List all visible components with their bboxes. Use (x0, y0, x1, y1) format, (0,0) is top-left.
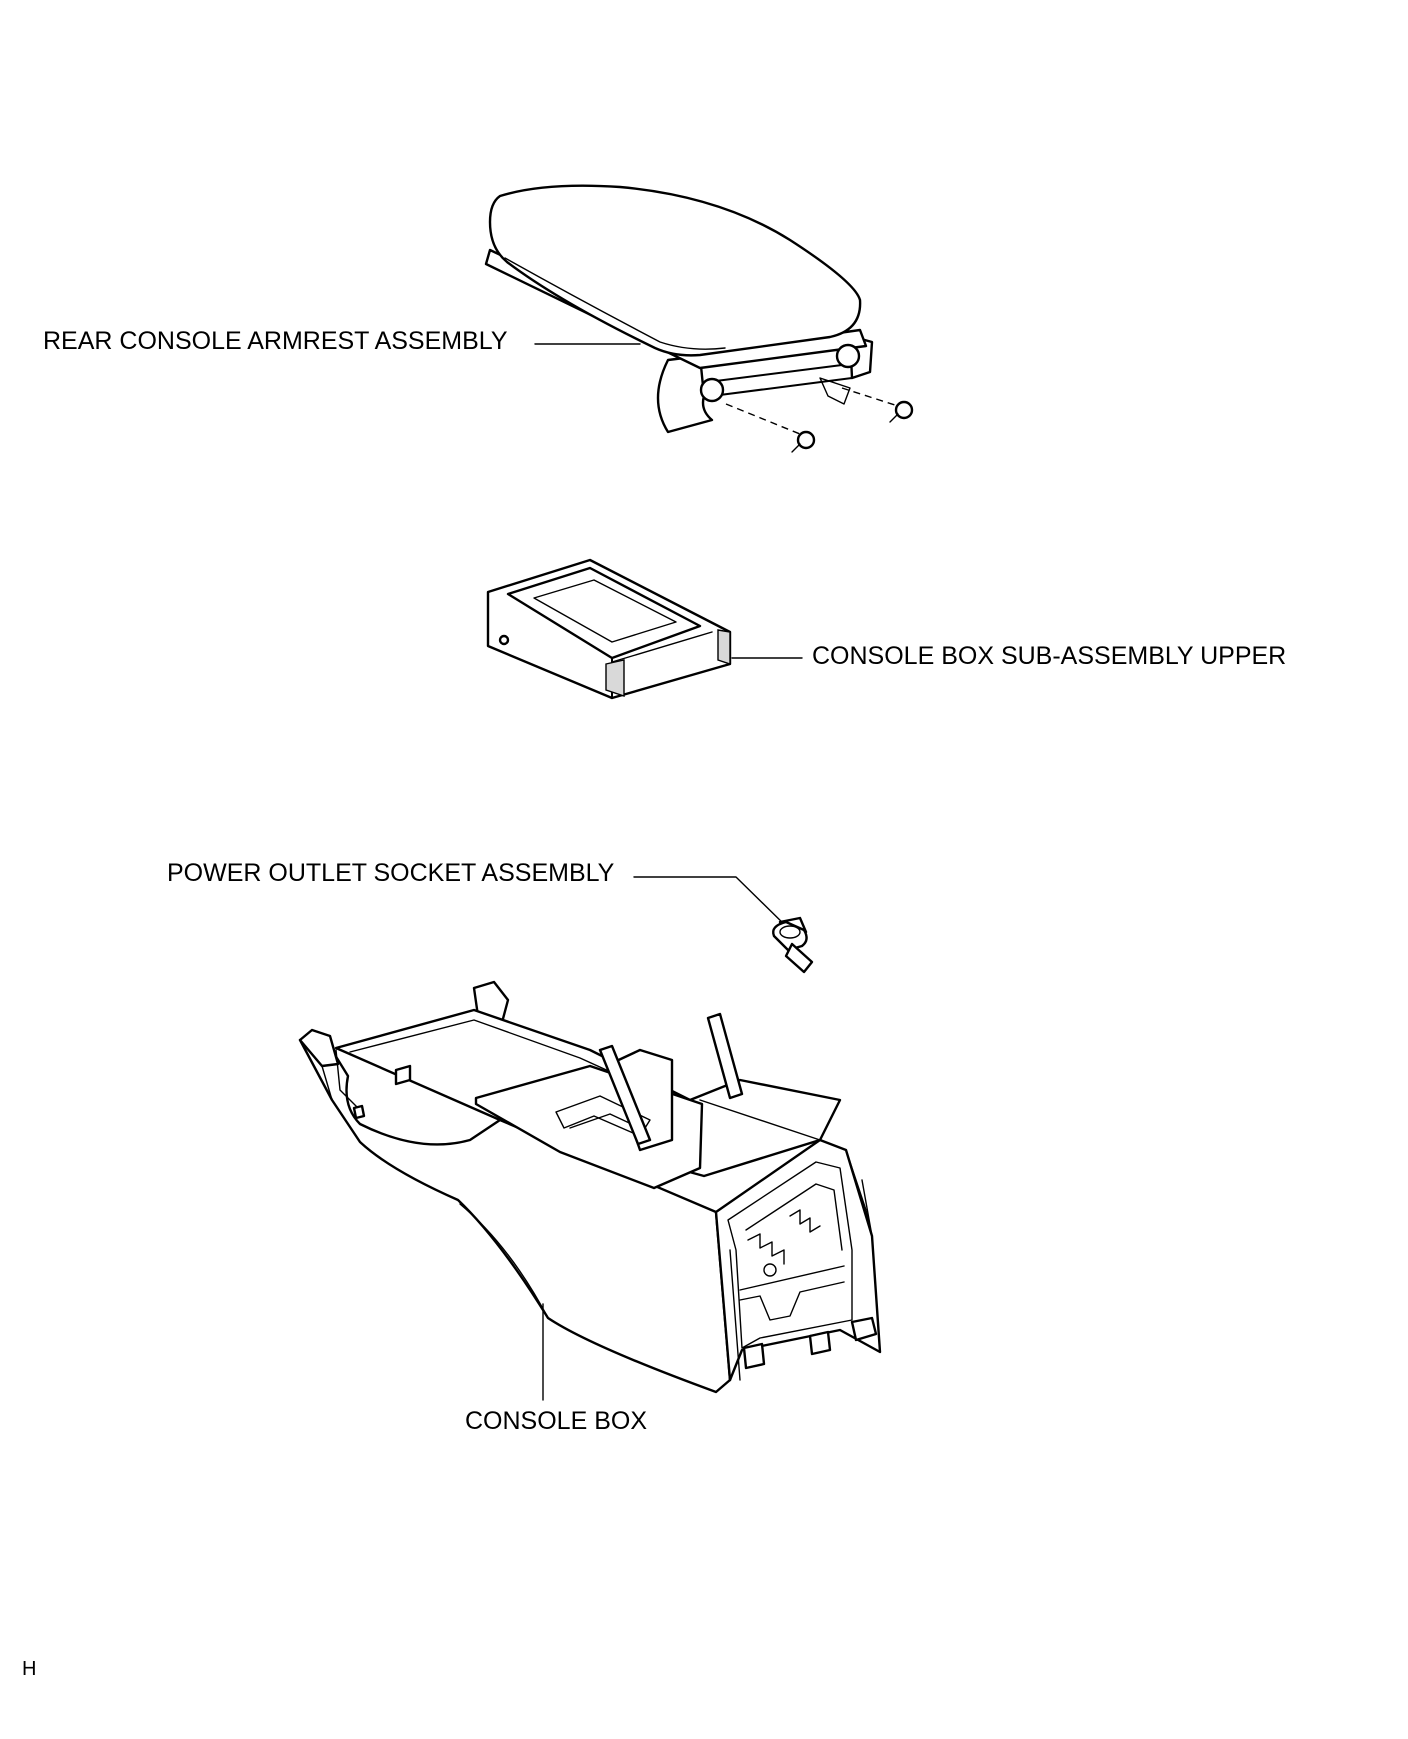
console-box-label: CONSOLE BOX (465, 1407, 647, 1435)
console-box-drawing (298, 980, 882, 1401)
power-outlet-drawing (633, 876, 814, 974)
rear-console-armrest-assembly-label: REAR CONSOLE ARMREST ASSEMBLY (43, 327, 508, 355)
console-box-sub-assembly-upper-label: CONSOLE BOX SUB-ASSEMBLY UPPER (812, 642, 1287, 670)
upper-box-drawing (486, 558, 803, 700)
power-outlet-socket-assembly-label: POWER OUTLET SOCKET ASSEMBLY (167, 859, 615, 887)
page-code: H (22, 1658, 37, 1680)
armrest-drawing (484, 184, 914, 453)
